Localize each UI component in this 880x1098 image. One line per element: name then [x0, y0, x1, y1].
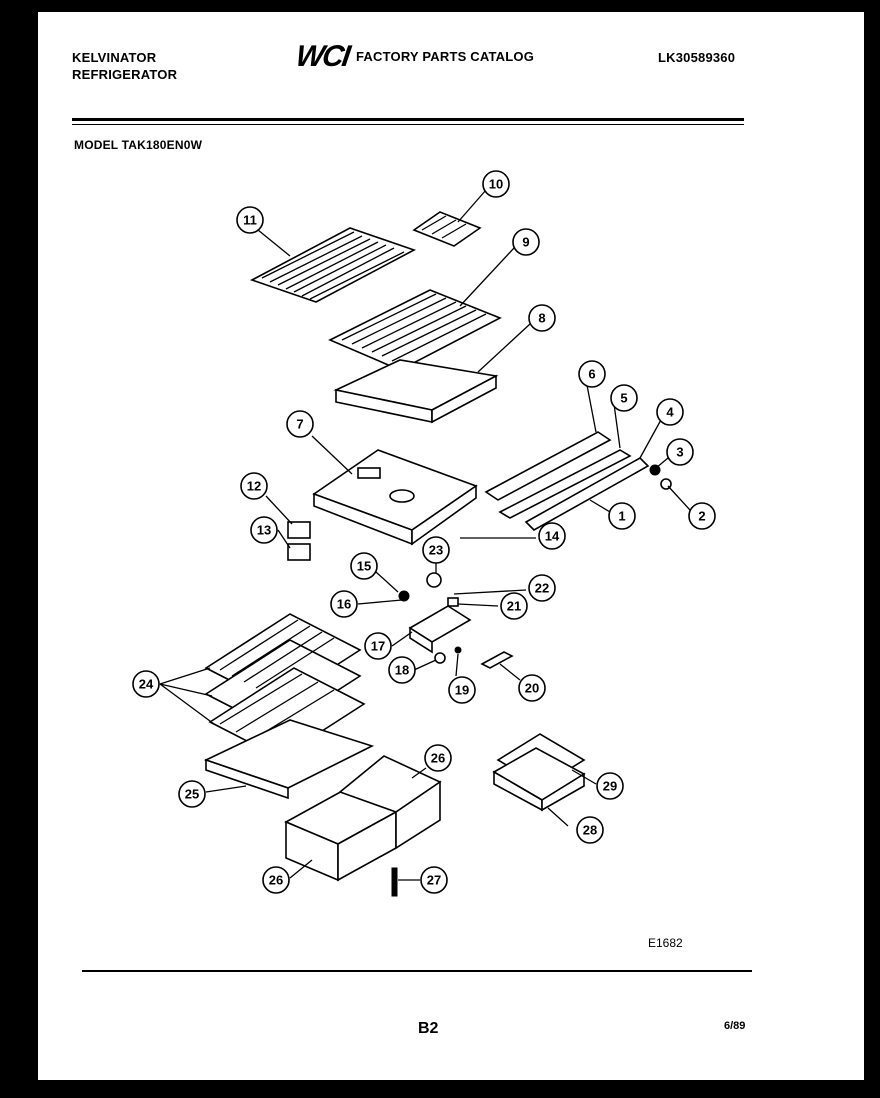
parts-28-29-meat-keeper	[492, 733, 586, 812]
footer-rule	[82, 970, 752, 972]
svg-text:11: 11	[243, 213, 257, 228]
callout-19: 19	[448, 676, 476, 704]
part-27-divider	[391, 867, 398, 897]
svg-text:9: 9	[522, 235, 529, 250]
model-label: MODEL TAK180EN0W	[74, 138, 203, 152]
svg-text:28: 28	[583, 823, 597, 838]
appliance-type: REFRIGERATOR	[72, 67, 178, 82]
callout-21: 21	[500, 592, 528, 620]
catalog-page	[38, 12, 864, 1080]
callout-28: 28	[576, 816, 604, 844]
svg-text:1: 1	[618, 509, 625, 524]
callout-13: 13	[250, 516, 278, 544]
svg-text:16: 16	[337, 597, 351, 612]
part-24-crisper-shelves	[204, 613, 366, 759]
catalog-title: FACTORY PARTS CATALOG	[356, 49, 535, 64]
page-number: B2	[418, 1020, 439, 1037]
svg-text:7: 7	[296, 417, 303, 432]
svg-text:22: 22	[535, 581, 549, 596]
callout-1: 1	[608, 502, 636, 530]
parts-1-4-5-6-rails	[484, 431, 650, 531]
callout-26-lower: 26	[262, 866, 290, 894]
callout-3: 3	[666, 438, 694, 466]
callout-18: 18	[388, 656, 416, 684]
svg-text:17: 17	[371, 639, 385, 654]
callout-12: 12	[240, 472, 268, 500]
svg-text:18: 18	[395, 663, 409, 678]
svg-text:21: 21	[507, 599, 521, 614]
callout-20: 20	[518, 674, 546, 702]
brand-name: KELVINATOR	[72, 50, 157, 65]
callout-5: 5	[610, 384, 638, 412]
callout-17: 17	[364, 632, 392, 660]
svg-text:14: 14	[545, 529, 560, 544]
callout-6: 6	[578, 360, 606, 388]
svg-text:19: 19	[455, 683, 469, 698]
part-25-shelf-frame	[203, 719, 375, 800]
svg-text:3: 3	[676, 445, 683, 460]
svg-text:20: 20	[525, 681, 539, 696]
part-7-panel	[312, 449, 478, 546]
header-rule-thick	[72, 118, 744, 121]
svg-text:10: 10	[489, 177, 503, 192]
header-rule-thin	[72, 124, 744, 125]
svg-text:26: 26	[269, 873, 283, 888]
part-10-grille	[412, 211, 482, 247]
callout-15: 15	[350, 552, 378, 580]
svg-text:27: 27	[427, 873, 441, 888]
callout-22: 22	[528, 574, 556, 602]
part-8-shelf-frame	[333, 359, 499, 424]
svg-text:12: 12	[247, 479, 261, 494]
parts-12-13-brackets	[287, 521, 311, 561]
svg-text:2: 2	[698, 509, 705, 524]
svg-text:15: 15	[357, 559, 371, 574]
svg-text:24: 24	[139, 677, 154, 692]
callout-26-upper: 26	[424, 744, 452, 772]
callout-7: 7	[286, 410, 314, 438]
parts-2-3-fasteners	[649, 464, 672, 490]
callout-10: 10	[482, 170, 510, 198]
svg-text:8: 8	[538, 311, 545, 326]
svg-text:25: 25	[185, 787, 199, 802]
revision-date: 6/89	[724, 1020, 746, 1032]
svg-text:6: 6	[588, 367, 595, 382]
leader-lines	[159, 189, 691, 881]
svg-text:26: 26	[431, 751, 445, 766]
callout-11: 11	[236, 206, 264, 234]
svg-text:23: 23	[429, 543, 443, 558]
part-26-crisper-drawers	[284, 755, 442, 882]
callout-4: 4	[656, 398, 684, 426]
callout-25: 25	[178, 780, 206, 808]
callout-14: 14	[538, 522, 566, 550]
callout-9: 9	[512, 228, 540, 256]
callout-24: 24	[132, 670, 160, 698]
part-9-shelf	[328, 289, 502, 371]
callout-8: 8	[528, 304, 556, 332]
callout-23: 23	[422, 536, 450, 564]
svg-text:29: 29	[603, 779, 617, 794]
control-assembly	[398, 572, 514, 669]
callout-29: 29	[596, 772, 624, 800]
svg-text:5: 5	[620, 391, 627, 406]
part-11-wire-shelf	[249, 227, 417, 303]
svg-text:4: 4	[666, 405, 674, 420]
callout-2: 2	[688, 502, 716, 530]
svg-text:13: 13	[257, 523, 271, 538]
figure-id: E1682	[648, 936, 683, 950]
callout-16: 16	[330, 590, 358, 618]
callout-27: 27	[420, 866, 448, 894]
catalog-number: LK30589360	[658, 50, 736, 65]
